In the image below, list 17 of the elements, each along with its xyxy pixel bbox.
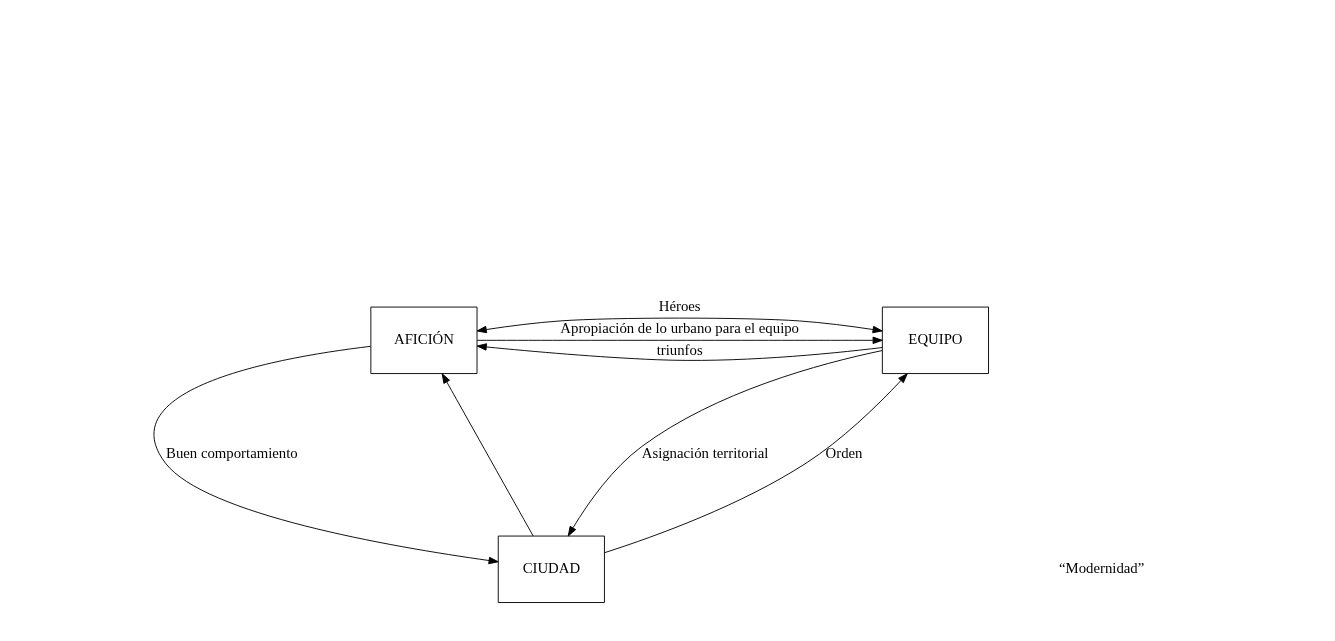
edge-label: Héroes — [658, 297, 701, 314]
arrow — [476, 317, 883, 334]
arrow — [567, 350, 883, 537]
edge-label: Orden — [825, 445, 863, 462]
edge-label: Buen comportamiento — [166, 445, 298, 462]
node-box: CIUDAD — [497, 535, 605, 603]
arrow — [153, 345, 499, 565]
edge-label: Apropiación de lo urbano para el equipo — [560, 319, 800, 336]
node-box: AFICIÓN — [370, 306, 478, 374]
arrow — [441, 373, 534, 537]
arrow — [476, 343, 883, 361]
label: “Modernidad” — [1058, 559, 1145, 576]
edge-label: Asignación territorial — [641, 445, 769, 462]
edge-label: triunfos — [656, 341, 703, 358]
arrow — [476, 336, 883, 344]
arrow — [604, 373, 908, 554]
node-box: EQUIPO — [881, 306, 989, 374]
